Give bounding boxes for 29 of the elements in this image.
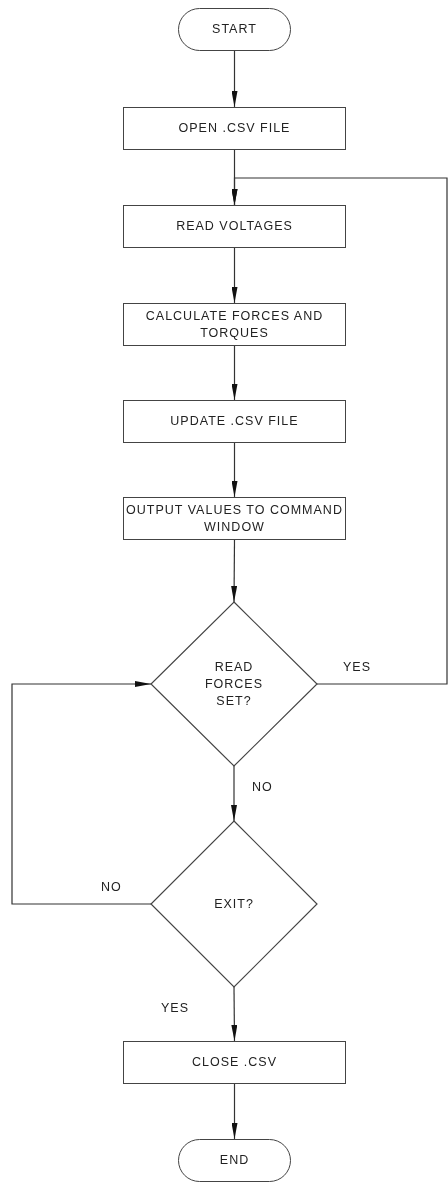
node-label: OUTPUT VALUES TO COMMAND WINDOW [125, 501, 344, 536]
node-label: READ FORCES SET? [203, 658, 265, 710]
arrow [231, 1083, 238, 1140]
arrow [231, 539, 238, 603]
terminator-shape [178, 8, 291, 51]
process-box [123, 107, 346, 150]
node-label: END [219, 1152, 250, 1169]
arrow [231, 177, 448, 685]
decision-diamond [151, 602, 317, 766]
node-label: START [212, 21, 257, 38]
process-box [123, 400, 346, 443]
arrow [231, 345, 238, 401]
node-label: READ VOLTAGES [176, 218, 293, 235]
node-label: EXIT? [213, 895, 255, 913]
arrow [231, 765, 237, 822]
arrow [231, 986, 238, 1042]
process-box [123, 1041, 346, 1084]
node-label: OPEN .CSV FILE [178, 120, 291, 137]
arrow [231, 442, 238, 498]
process-box [123, 205, 346, 248]
node-label: UPDATE .CSV FILE [170, 413, 299, 430]
arrow [231, 247, 238, 304]
arrow [231, 50, 238, 108]
terminator-shape [178, 1139, 291, 1182]
arrow [11, 681, 152, 905]
process-box [123, 303, 346, 346]
node-label: CALCULATE FORCES AND TORQUES [144, 307, 325, 342]
node-label: CLOSE .CSV [192, 1054, 277, 1071]
decision-diamond [151, 821, 317, 987]
